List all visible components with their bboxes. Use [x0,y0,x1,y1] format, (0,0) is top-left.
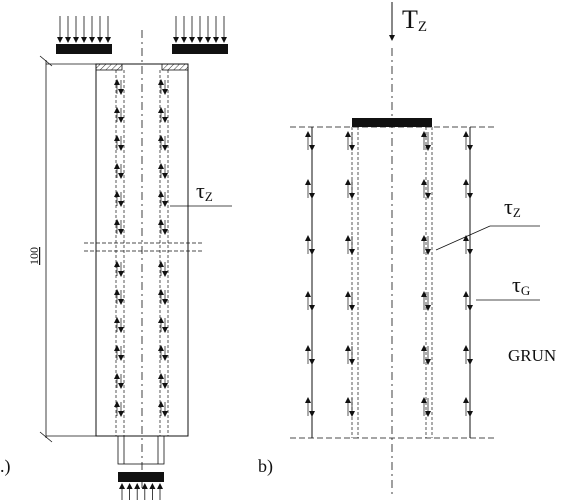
load-label: TZ [402,5,427,35]
panel-b: TZ τZ τG GRUN b) [258,2,556,496]
panel-a-label: .) [0,456,11,477]
core-lines-b [351,127,433,438]
mid-joint [84,242,202,252]
cap-left [95,63,123,71]
panel-a: 100 τZ .) [0,16,232,500]
top-load-left [56,16,112,54]
top-load-right [172,16,228,54]
tau-z-label-a: τZ [196,178,213,204]
shear-arrows-b [305,131,473,417]
shear-arrows-a [114,79,168,417]
tau-z-leader-b [435,225,491,251]
tau-z-label-b: τZ [504,194,521,220]
core-lines [115,70,169,436]
tau-g-label: τG [512,272,530,298]
cap-right [161,63,189,71]
load-plate [352,118,432,127]
soil-label: GRUN [508,346,556,365]
dimension-line [39,55,96,443]
dimension-text: 100 [27,247,41,265]
bottom-support [117,435,165,500]
panel-b-label: b) [258,456,273,477]
